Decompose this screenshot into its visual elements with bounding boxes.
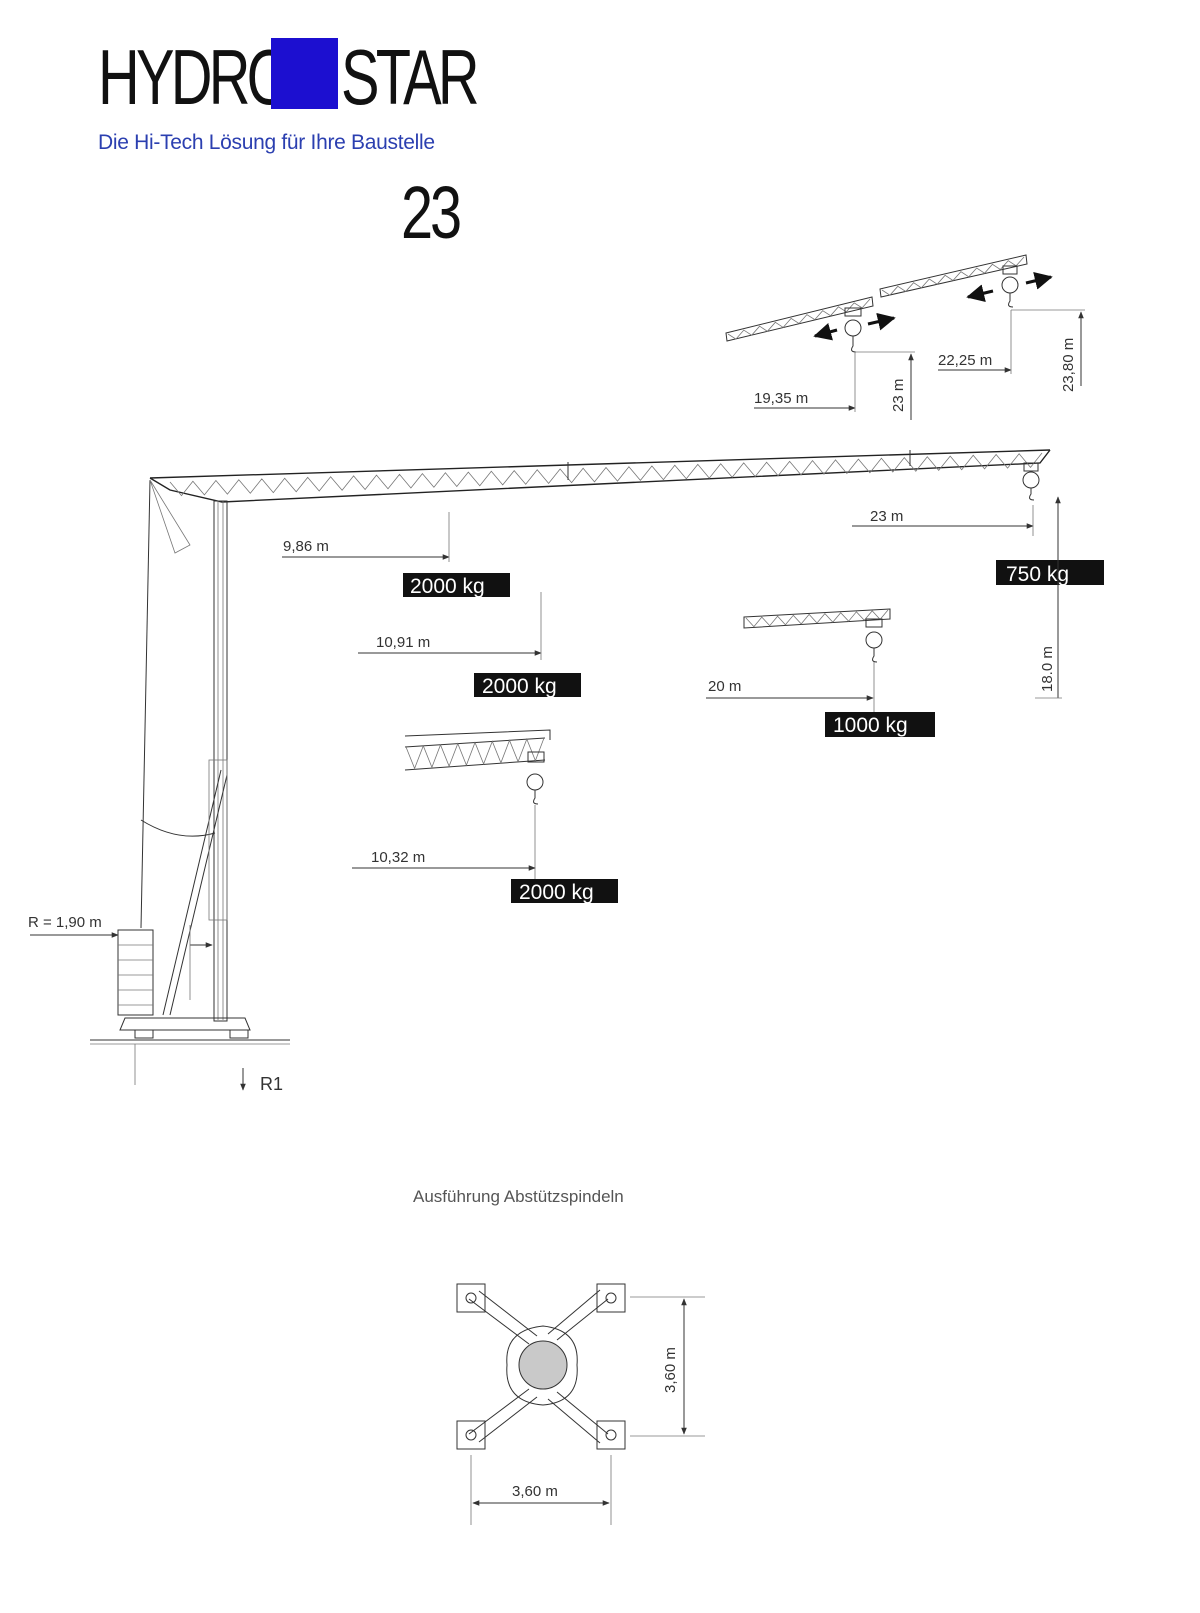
svg-text:23 m: 23 m [890, 379, 907, 412]
load-badge-9-86: 2000 kg [403, 573, 510, 598]
outrigger-title: Ausführung Abstützspindeln [413, 1187, 624, 1206]
dim-base-height: 3,60 m [630, 1296, 705, 1437]
svg-text:R = 1,90 m: R = 1,90 m [28, 914, 102, 931]
svg-text:23,80 m: 23,80 m [1060, 338, 1077, 392]
svg-text:2000 kg: 2000 kg [482, 675, 557, 698]
header: HYDRO STAR Die Hi-Tech Lösung für Ihre B… [0, 0, 1200, 270]
crane-jib [149, 449, 1051, 503]
svg-text:R1: R1 [260, 1074, 283, 1094]
svg-text:23 m: 23 m [870, 508, 903, 525]
outrigger-base [456, 1283, 626, 1450]
dim-10-91: 10,91 m [358, 592, 542, 660]
dim-base-width: 3,60 m [470, 1455, 612, 1525]
svg-text:22,25 m: 22,25 m [938, 352, 992, 369]
dim-counterweight-radius: R = 1,90 m [28, 914, 119, 938]
svg-text:3,60 m: 3,60 m [512, 1483, 558, 1500]
svg-text:750 kg: 750 kg [1006, 563, 1069, 586]
dim-20: 20 m [706, 678, 874, 701]
load-badge-tip: 750 kg [996, 560, 1104, 586]
counterweight [117, 929, 154, 1016]
dim-tip-23: 23 m [852, 505, 1034, 536]
reaction-r1: R1 [240, 1068, 283, 1094]
outrigger-pad-bl [456, 1420, 486, 1450]
svg-text:10,91 m: 10,91 m [376, 634, 430, 651]
outrigger-pad-tr [596, 1283, 626, 1313]
svg-text:2000 kg: 2000 kg [410, 575, 485, 598]
dim-22-25: 22,25 m [938, 310, 1012, 374]
dim-23-80: 23,80 m [1011, 309, 1085, 392]
svg-text:18.0 m: 18.0 m [1039, 646, 1056, 692]
tagline: Die Hi-Tech Lösung für Ihre Baustelle [98, 131, 435, 154]
dim-19-35: 19,35 m [754, 352, 856, 412]
dim-9-86: 9,86 m [282, 512, 450, 562]
outrigger-pad-tl [456, 1283, 486, 1313]
crane-tower [90, 479, 290, 1085]
brand-square-logo [271, 38, 338, 109]
load-badge-10-32: 2000 kg [511, 879, 618, 904]
svg-text:2000 kg: 2000 kg [519, 881, 594, 904]
dim-hook-height: 18.0 m [1035, 496, 1062, 699]
brand-star-text: STAR [341, 33, 480, 121]
outrigger-pad-br [596, 1420, 626, 1450]
svg-text:10,32 m: 10,32 m [371, 849, 425, 866]
jib-sketch-10-32 [404, 729, 551, 880]
brand-hydro-text: HYDRO [98, 33, 292, 121]
load-badge-20: 1000 kg [825, 712, 935, 737]
load-badge-10-91: 2000 kg [474, 673, 581, 698]
dim-23-height: 23 m [855, 351, 915, 420]
jib-sketch-1 [725, 296, 896, 353]
svg-text:19,35 m: 19,35 m [754, 390, 808, 407]
svg-text:20 m: 20 m [708, 678, 741, 695]
dim-10-32: 10,32 m [352, 849, 536, 871]
svg-text:3,60 m: 3,60 m [662, 1347, 679, 1393]
jib-sketch-2 [879, 254, 1053, 308]
svg-text:1000 kg: 1000 kg [833, 714, 908, 737]
model-number: 23 [401, 171, 462, 254]
jib-sketch-20m [743, 608, 891, 712]
svg-text:9,86 m: 9,86 m [283, 538, 329, 555]
